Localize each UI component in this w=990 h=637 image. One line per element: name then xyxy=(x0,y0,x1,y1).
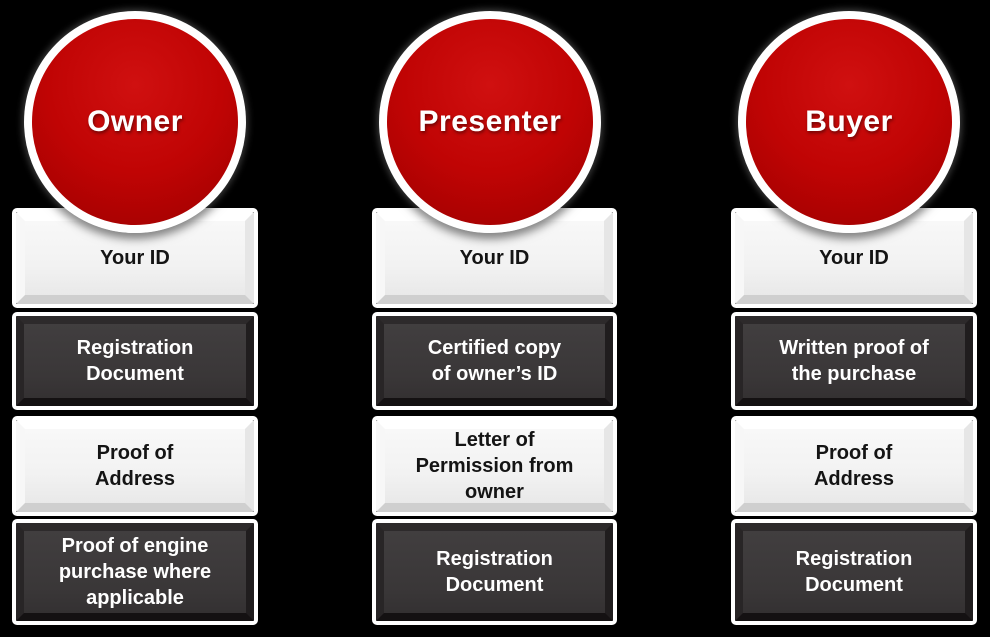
requirement-label: Registration Document xyxy=(436,548,553,596)
role-title: Presenter xyxy=(418,105,562,138)
requirement-label: Your ID xyxy=(459,247,530,269)
requirement-label: Written proof of the purchase xyxy=(779,337,929,385)
role-circle-buyer: Buyer xyxy=(738,11,960,233)
requirement-box-buyer-registration-document: Registration Document xyxy=(731,519,977,625)
requirement-box-face: Proof of Address xyxy=(735,420,973,512)
role-title: Buyer xyxy=(805,105,893,138)
requirement-label: Certified copy of owner’s ID xyxy=(427,337,562,385)
requirement-label: Proof of Address xyxy=(813,442,895,490)
requirement-box-buyer-purchase-proof: Written proof of the purchase xyxy=(731,312,977,410)
requirement-box-face: Registration Document xyxy=(16,316,254,406)
requirement-box-owner-registration-document: Registration Document xyxy=(12,312,258,410)
requirement-box-presenter-permission-letter: Letter of Permission from owner xyxy=(372,416,617,516)
requirement-label: Registration Document xyxy=(76,337,194,385)
role-circle-owner: Owner xyxy=(24,11,246,233)
requirement-label: Letter of Permission from owner xyxy=(415,429,574,503)
role-circle-presenter: Presenter xyxy=(379,11,601,233)
requirement-box-face: Written proof of the purchase xyxy=(735,316,973,406)
requirement-label: Registration Document xyxy=(795,548,913,596)
requirement-box-face: Proof of engine purchase where applicabl… xyxy=(16,523,254,621)
requirement-box-owner-engine-purchase-proof: Proof of engine purchase where applicabl… xyxy=(12,519,258,625)
requirement-box-presenter-certified-copy: Certified copy of owner’s ID xyxy=(372,312,617,410)
requirement-box-face: Letter of Permission from owner xyxy=(376,420,613,512)
requirement-box-presenter-registration-document: Registration Document xyxy=(372,519,617,625)
role-title: Owner xyxy=(87,105,183,138)
requirement-box-face: Registration Document xyxy=(376,523,613,621)
requirement-label: Proof of engine purchase where applicabl… xyxy=(58,535,212,609)
requirement-box-face: Certified copy of owner’s ID xyxy=(376,316,613,406)
requirement-box-owner-proof-of-address: Proof of Address xyxy=(12,416,258,516)
requirement-box-face: Registration Document xyxy=(735,523,973,621)
requirement-label: Proof of Address xyxy=(94,442,176,490)
requirement-box-face: Proof of Address xyxy=(16,420,254,512)
requirement-box-buyer-proof-of-address: Proof of Address xyxy=(731,416,977,516)
requirement-label: Your ID xyxy=(819,247,889,269)
requirement-label: Your ID xyxy=(100,247,170,269)
